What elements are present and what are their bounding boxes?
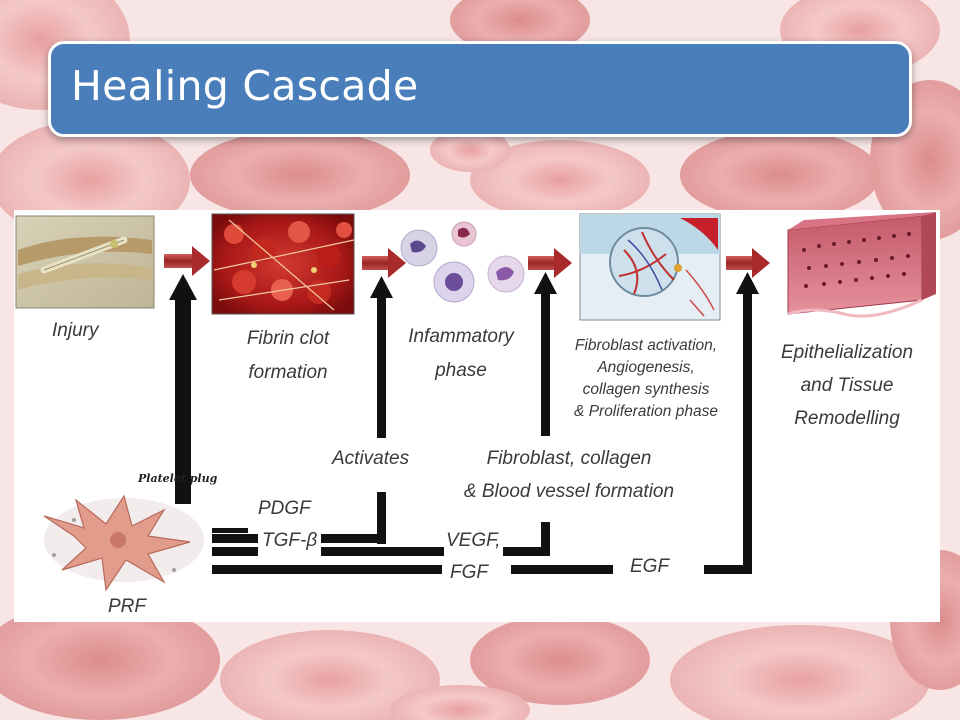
flow-arrow-2 — [362, 248, 406, 278]
inflammatory-cells-illustration — [400, 221, 525, 303]
label-activates: Activates — [332, 448, 410, 469]
prf-platelet-illustration — [43, 494, 204, 592]
label-fibroblast-line3: collagen synthesis — [582, 381, 710, 398]
flow-arrow-1 — [164, 246, 210, 276]
label-inflammatory: Infammatory phase — [392, 320, 530, 388]
label-inflammatory-line2: phase — [435, 360, 487, 381]
label-vegf: VEGF, — [444, 524, 503, 558]
fibroblast-arrow — [212, 272, 557, 556]
label-fibroblast-activation: Fibroblast activation, Angiogenesis, col… — [556, 335, 736, 423]
angiogenesis-illustration — [579, 213, 721, 321]
label-fgf: FGF — [448, 556, 490, 590]
healing-cascade-diagram: Injury Fibrin clot formation Infammatory… — [14, 210, 940, 622]
label-epith-line3: Remodelling — [794, 408, 900, 429]
flow-arrow-4 — [726, 248, 770, 278]
label-fibroblast-formation: Fibroblast, collagen & Blood vessel form… — [444, 442, 694, 508]
label-fibrin-line1: Fibrin clot — [246, 328, 330, 349]
label-formation-line1: Fibroblast, collagen — [486, 448, 652, 469]
label-fibrin-clot: Fibrin clot formation — [228, 322, 348, 390]
fibrin-clot-illustration — [211, 213, 355, 315]
platelet-plug-arrow — [169, 274, 197, 504]
label-pdgf: PDGF — [258, 498, 311, 519]
tissue-remodelling-illustration — [787, 212, 936, 318]
label-inflammatory-line1: Infammatory — [408, 326, 514, 347]
label-injury: Injury — [52, 320, 99, 341]
label-epith-line1: Epithelialization — [780, 342, 914, 363]
label-epithelialization: Epithelialization and Tissue Remodelling — [762, 336, 932, 435]
label-fibroblast-line1: Fibroblast activation, — [574, 337, 718, 354]
egf-arrow — [212, 272, 759, 574]
label-fibrin-line2: formation — [248, 362, 328, 383]
label-egf: EGF — [630, 556, 670, 577]
flow-arrow-3 — [528, 248, 572, 278]
label-epith-line2: and Tissue — [800, 375, 894, 396]
label-prf: PRF — [108, 596, 146, 617]
label-formation-line2: & Blood vessel formation — [463, 481, 675, 502]
label-fibroblast-line4: & Proliferation phase — [574, 403, 718, 420]
title-bar: Healing Cascade — [48, 41, 912, 137]
diagram-graphics — [15, 212, 936, 592]
slide-title: Healing Cascade — [71, 62, 419, 110]
label-tgf-beta: TGF-β — [258, 524, 322, 558]
label-fibroblast-line2: Angiogenesis, — [597, 359, 695, 376]
label-platelet-plug: Platelet plug — [138, 472, 218, 485]
injury-illustration — [15, 215, 155, 309]
prf-line-stub — [212, 528, 248, 533]
